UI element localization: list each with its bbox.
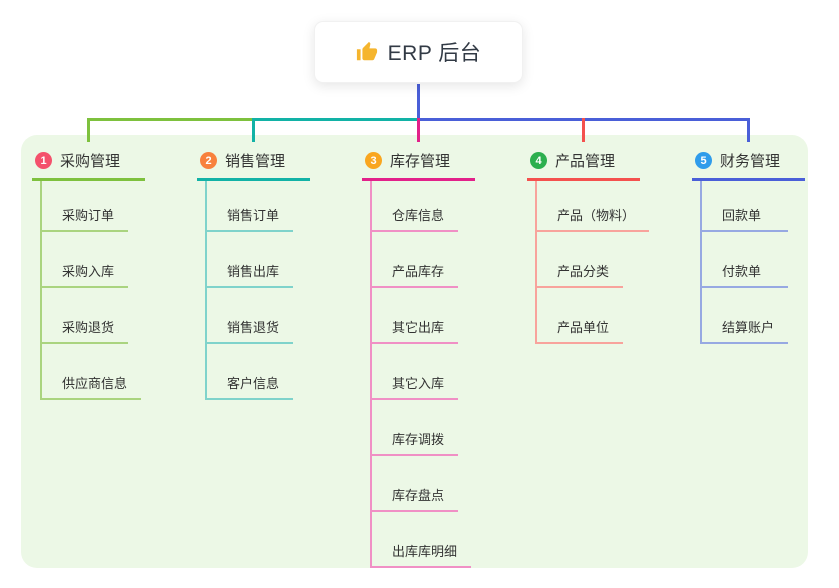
branch-items: 回款单付款单结算账户: [700, 181, 839, 344]
branch-items: 销售订单销售出库销售退货客户信息: [205, 181, 347, 400]
branch-item-label: 客户信息: [207, 373, 294, 400]
branch-item-label: 销售订单: [207, 205, 294, 232]
branch-1: 1 采购管理采购订单采购入库采购退货供应商信息: [32, 150, 182, 400]
branch-label: 财务管理: [720, 153, 781, 170]
branch-item[interactable]: 采购订单: [42, 181, 182, 232]
connector-drop-branch-5: [747, 118, 750, 142]
connector-drop-branch-3: [417, 118, 420, 142]
branch-items: 仓库信息产品库存其它出库其它入库库存调拨库存盘点出库库明细: [370, 181, 512, 568]
connector-drop-branch-4: [582, 118, 585, 142]
branch-item-label: 其它入库: [372, 373, 459, 400]
branch-item[interactable]: 产品（物料）: [537, 181, 677, 232]
branch-label: 产品管理: [555, 153, 616, 170]
branch-item-label: 库存调拨: [372, 429, 459, 456]
branch-item[interactable]: 结算账户: [702, 288, 839, 344]
branch-5: 5 财务管理回款单付款单结算账户: [692, 150, 839, 344]
branch-item[interactable]: 出库库明细: [372, 512, 512, 568]
thumbs-up-icon: [356, 41, 378, 63]
branch-item-label: 回款单: [702, 205, 788, 232]
connector-drop-branch-1: [87, 118, 90, 142]
branch-item[interactable]: 库存调拨: [372, 400, 512, 456]
connector-segment-teal: [253, 118, 419, 121]
branch-item-label: 销售出库: [207, 261, 294, 288]
branch-item-label: 库存盘点: [372, 485, 459, 512]
branch-number-badge: 3: [365, 152, 382, 169]
branch-2: 2 销售管理销售订单销售出库销售退货客户信息: [197, 150, 347, 400]
branch-item-label: 产品库存: [372, 261, 459, 288]
branch-item-label: 出库库明细: [372, 541, 472, 568]
branch-header[interactable]: 4 产品管理: [527, 150, 640, 181]
branch-label: 库存管理: [390, 153, 451, 170]
branch-item[interactable]: 采购退货: [42, 288, 182, 344]
branch-item[interactable]: 供应商信息: [42, 344, 182, 400]
branch-item[interactable]: 付款单: [702, 232, 839, 288]
branch-item-label: 采购退货: [42, 317, 129, 344]
branch-number-badge: 2: [200, 152, 217, 169]
branch-item-label: 付款单: [702, 261, 788, 288]
branch-item[interactable]: 产品库存: [372, 232, 512, 288]
branch-item-label: 产品单位: [537, 317, 624, 344]
branch-item[interactable]: 销售出库: [207, 232, 347, 288]
branch-item-label: 供应商信息: [42, 373, 142, 400]
branch-item-label: 采购入库: [42, 261, 129, 288]
branch-item-label: 产品（物料）: [537, 205, 650, 232]
branch-item[interactable]: 销售订单: [207, 181, 347, 232]
branch-header[interactable]: 3 库存管理: [362, 150, 475, 181]
branch-item[interactable]: 产品分类: [537, 232, 677, 288]
branch-item[interactable]: 采购入库: [42, 232, 182, 288]
branch-number-badge: 1: [35, 152, 52, 169]
connector-root-line: [417, 84, 420, 121]
root-node-erp[interactable]: ERP 后台: [314, 21, 523, 83]
connector-drop-branch-2: [252, 118, 255, 142]
branch-item[interactable]: 销售退货: [207, 288, 347, 344]
branch-item-label: 销售退货: [207, 317, 294, 344]
branch-number-badge: 4: [530, 152, 547, 169]
branch-item[interactable]: 库存盘点: [372, 456, 512, 512]
branch-item-label: 采购订单: [42, 205, 129, 232]
branch-item[interactable]: 产品单位: [537, 288, 677, 344]
branch-item-label: 其它出库: [372, 317, 459, 344]
branch-item[interactable]: 仓库信息: [372, 181, 512, 232]
branch-item[interactable]: 客户信息: [207, 344, 347, 400]
branch-label: 采购管理: [60, 153, 121, 170]
branch-item-label: 产品分类: [537, 261, 624, 288]
root-node-label: ERP 后台: [387, 42, 482, 65]
branch-item[interactable]: 其它入库: [372, 344, 512, 400]
branch-items: 产品（物料） 产品分类产品单位: [535, 181, 677, 344]
branch-3: 3 库存管理仓库信息产品库存其它出库其它入库库存调拨库存盘点出库库明细: [362, 150, 512, 568]
group-background: [21, 135, 808, 568]
branch-item-label: 结算账户: [702, 317, 789, 344]
branch-item-label: 仓库信息: [372, 205, 459, 232]
branch-item[interactable]: 回款单: [702, 181, 839, 232]
branch-header[interactable]: 1 采购管理: [32, 150, 145, 181]
connector-segment-green: [88, 118, 254, 121]
branch-header[interactable]: 2 销售管理: [197, 150, 310, 181]
branch-items: 采购订单采购入库采购退货供应商信息: [40, 181, 182, 400]
branch-header[interactable]: 5 财务管理: [692, 150, 805, 181]
branch-item[interactable]: 其它出库: [372, 288, 512, 344]
branch-number-badge: 5: [695, 152, 712, 169]
branch-4: 4 产品管理产品（物料） 产品分类产品单位: [527, 150, 677, 344]
branch-label: 销售管理: [225, 153, 286, 170]
